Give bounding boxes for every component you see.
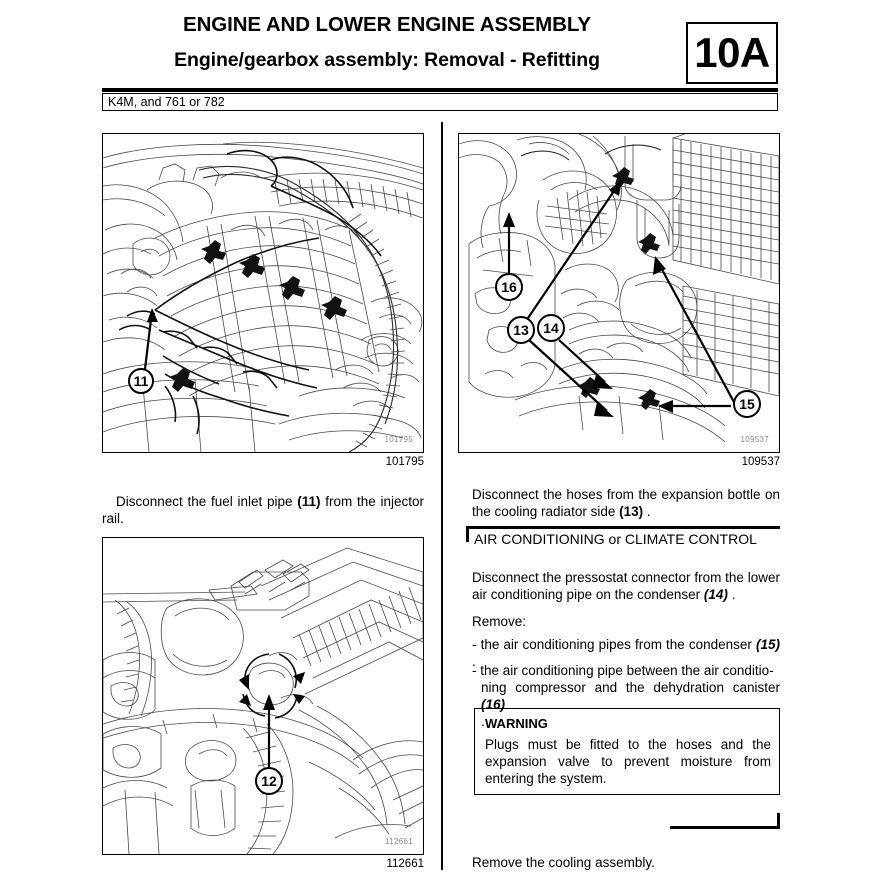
callout-circle-12 bbox=[255, 767, 283, 795]
ac-bullet-1: - the air conditioning pipes from the co… bbox=[472, 636, 780, 670]
header-rule bbox=[102, 88, 778, 92]
ac-step-1-pre: Disconnect the pressostat connector from… bbox=[472, 569, 780, 602]
closing-step: Remove the cooling assembly. bbox=[472, 854, 655, 870]
page-subtitle: Engine/gearbox assembly: Removal - Refit… bbox=[174, 49, 600, 71]
column-divider bbox=[441, 122, 443, 870]
ac-bullet-2-line2-pre: ning compressor and the dehydration cani… bbox=[481, 679, 780, 695]
ac-remove-label: Remove: bbox=[472, 613, 527, 629]
left-step-1-pre: Disconnect the fuel inlet pipe bbox=[116, 493, 298, 509]
warning-box: WARNING Plugs must be fitted to the hose… bbox=[474, 708, 780, 795]
ac-bullet-1-post: . bbox=[472, 653, 476, 669]
ac-bullet-2-line3: . bbox=[481, 713, 485, 729]
left-step-1: Disconnect the fuel inlet pipe (11) from… bbox=[102, 493, 424, 527]
callout-label-11: 11 bbox=[134, 373, 149, 389]
callout-label-16: 16 bbox=[501, 279, 517, 295]
figure-2-inner-ref: 109537 bbox=[741, 435, 770, 444]
ac-step-1-post: . bbox=[727, 586, 736, 602]
warning-title: WARNING bbox=[485, 716, 548, 731]
right-step-1-post: . bbox=[643, 503, 651, 519]
left-step-1-post: from the injector rail. bbox=[102, 493, 424, 526]
figure-lower-engine-hose-connector: 12 112661 bbox=[102, 537, 424, 855]
warning-text: Plugs must be fitted to the hoses and th… bbox=[485, 737, 771, 786]
right-step-1-ref: (13) bbox=[619, 503, 644, 519]
ac-step-1: Disconnect the pressostat connector from… bbox=[472, 569, 780, 603]
figure-engine-bay-injector-rail: 11 101795 bbox=[102, 133, 424, 453]
right-step-1: Disconnect the hoses from the expansion … bbox=[472, 486, 780, 520]
right-step-1-pre: Disconnect the hoses from the expansion … bbox=[472, 486, 780, 519]
callout-leaders bbox=[503, 180, 736, 417]
ac-bullet-2-ref: (16) bbox=[481, 696, 506, 712]
ac-section-closing-tick bbox=[777, 813, 780, 829]
figure-2-caption: 109537 bbox=[741, 456, 780, 468]
callout-circle-13 bbox=[507, 316, 535, 344]
figure-3-inner-ref: 112661 bbox=[385, 837, 413, 846]
callout-label-14: 14 bbox=[543, 320, 559, 336]
callout-leader-12 bbox=[263, 694, 275, 768]
page-header: ENGINE AND LOWER ENGINE ASSEMBLY Engine/… bbox=[102, 10, 778, 86]
callout-circle-14 bbox=[537, 314, 565, 342]
chapter-code: 10A bbox=[694, 29, 770, 76]
figure-3-artwork: 12 112661 bbox=[103, 538, 423, 854]
ac-bullet-1-ref: (15) bbox=[755, 636, 780, 652]
ac-bullet-1-pre: - the air conditioning pipes from the co… bbox=[472, 636, 756, 652]
ac-step-1-ref: (14) bbox=[703, 586, 728, 602]
callout-label-12: 12 bbox=[261, 773, 277, 789]
callout-circle-11 bbox=[128, 368, 154, 394]
ac-section-heading: AIR CONDITIONING or CLIMATE CONTROL bbox=[474, 531, 757, 547]
ac-section-rule bbox=[466, 526, 780, 529]
ac-bullet-2-line1: - the air conditioning pipe between the … bbox=[472, 662, 774, 678]
page-title: ENGINE AND LOWER ENGINE ASSEMBLY bbox=[183, 13, 591, 36]
chapter-code-box: 10A bbox=[686, 22, 778, 84]
figure-1-inner-ref: 101795 bbox=[385, 435, 414, 444]
ac-section-bracket-tick bbox=[466, 526, 469, 542]
variant-bar: K4M, and 761 or 782 bbox=[102, 93, 778, 111]
callout-leader-11 bbox=[143, 308, 158, 370]
figure-2-artwork: 16 13 14 15 109537 bbox=[459, 134, 779, 452]
ac-bullet-2: - the air conditioning pipe between the … bbox=[472, 662, 780, 730]
callout-label-13: 13 bbox=[513, 322, 529, 338]
callout-label-15: 15 bbox=[739, 396, 755, 412]
figure-cooling-radiator-condenser: 16 13 14 15 109537 bbox=[458, 133, 780, 453]
figure-3-caption: 112661 bbox=[386, 858, 424, 870]
figure-1-caption: 101795 bbox=[385, 456, 424, 468]
variant-label: K4M, and 761 or 782 bbox=[108, 95, 225, 109]
callout-circle-15 bbox=[733, 390, 761, 418]
left-step-1-ref: (11) bbox=[297, 493, 321, 509]
callout-circle-16 bbox=[495, 273, 523, 301]
header-titles: ENGINE AND LOWER ENGINE ASSEMBLY Engine/… bbox=[102, 10, 672, 75]
figure-1-artwork: 11 101795 bbox=[103, 134, 423, 452]
ac-section-closing-rule bbox=[670, 826, 780, 829]
